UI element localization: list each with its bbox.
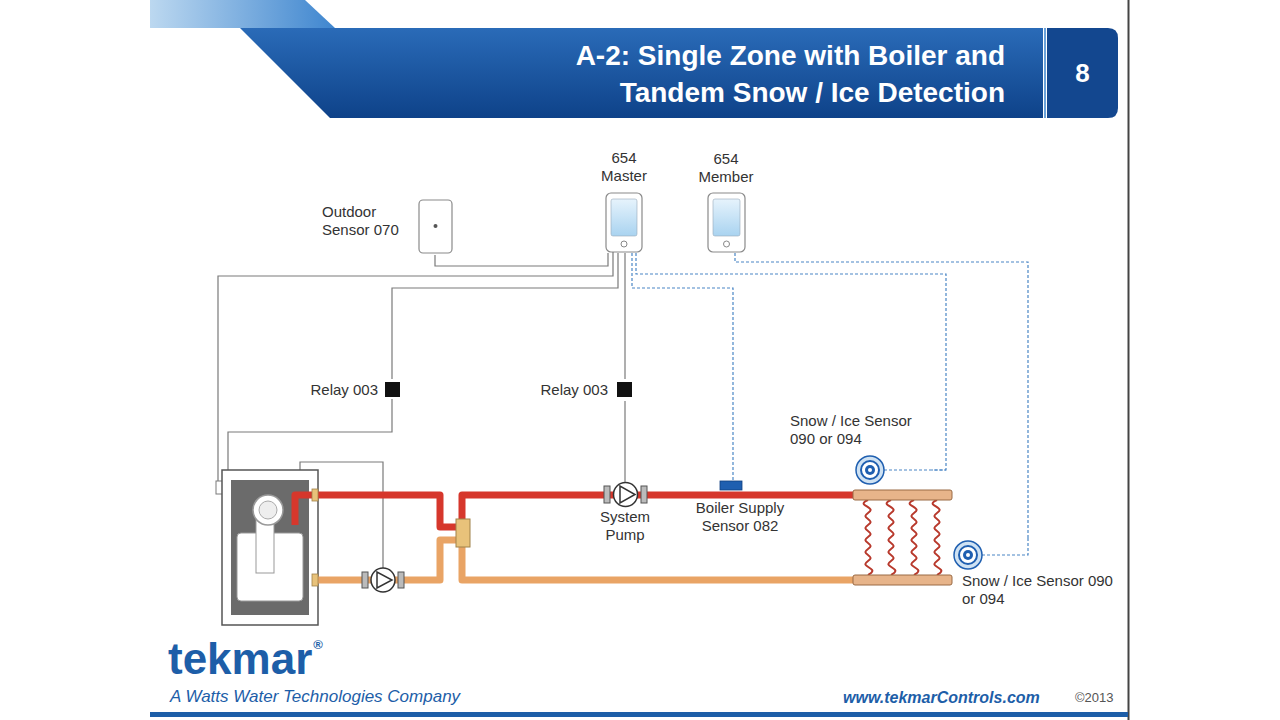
footer-bar — [150, 712, 1128, 717]
control-wire — [624, 401, 625, 482]
tubing-loops — [864, 500, 942, 575]
master-control-icon — [606, 193, 642, 252]
page-number: 8 — [1047, 58, 1118, 88]
outdoor-sensor: Outdoor Sensor 070 — [320, 198, 454, 255]
master-control: 654 Master — [589, 147, 659, 253]
relay-symbol — [617, 382, 632, 397]
pipe-fitting — [312, 489, 318, 501]
closely-spaced-tees — [456, 519, 470, 547]
banner-divider — [1044, 28, 1046, 118]
control-wire — [392, 253, 618, 379]
website: www.tekmarControls.com — [843, 688, 1040, 707]
banner-wedge — [150, 0, 335, 28]
control-wire — [218, 252, 613, 569]
device-label: System Pump — [590, 508, 660, 544]
tubing-coil — [887, 500, 896, 575]
relay-symbol — [385, 382, 400, 397]
snow-ice-sensor-symbol — [856, 456, 884, 484]
slide-title: A-2: Single Zone with Boiler and Tandem … — [495, 37, 1005, 111]
device-label: Relay 003 — [300, 381, 378, 399]
relay: Relay 003 — [298, 379, 401, 401]
title-banner — [240, 28, 1043, 118]
supply-sensor-symbol — [720, 481, 742, 490]
system-pump — [604, 483, 647, 507]
system-pump: System Pump — [588, 482, 662, 546]
device-label: Snow / Ice Sensor 090 or 094 — [790, 412, 930, 448]
device-label: Boiler Supply Sensor 082 — [685, 499, 795, 535]
member-control-icon — [708, 193, 745, 252]
snow-ice-sensor: Snow / Ice Sensor 090 or 094 — [788, 410, 932, 485]
relay: Relay 003 — [528, 379, 633, 401]
return-pipe — [316, 540, 855, 580]
boiler-pump — [362, 568, 404, 592]
sensor-wire — [636, 253, 946, 470]
tubing-coil — [910, 500, 919, 575]
tubing-coil — [864, 500, 873, 575]
control-wire — [624, 253, 625, 379]
device-label: 654 Member — [692, 150, 760, 186]
page-number-box — [1047, 28, 1118, 118]
control-wire — [435, 253, 608, 266]
pipe-fitting — [312, 574, 318, 586]
device-label: Snow / Ice Sensor 090 or 094 — [962, 572, 1117, 608]
tubing-coil — [933, 500, 942, 575]
sensor-wire — [632, 253, 733, 481]
sensor-wire — [735, 253, 1028, 540]
company-tagline: A Watts Water Technologies Company — [170, 686, 460, 707]
slide-edge — [1128, 0, 1130, 720]
device-label: Outdoor Sensor 070 — [322, 203, 404, 239]
supply-manifold — [853, 490, 952, 500]
supply-sensor: Boiler Supply Sensor 082 — [683, 481, 797, 537]
sensor-wire-stub — [884, 470, 1028, 555]
return-manifold — [853, 575, 952, 585]
device-label: 654 Master — [591, 149, 657, 185]
registered-mark: ® — [313, 637, 323, 652]
copyright: ©2013 — [1075, 690, 1114, 706]
snow-ice-sensor: Snow / Ice Sensor 090 or 094 — [953, 540, 1119, 610]
snow-ice-sensor-symbol — [954, 541, 982, 569]
logo-wordmark: tekmar — [168, 634, 312, 684]
outdoor-sensor-icon — [419, 200, 452, 253]
device-label: Relay 003 — [530, 381, 608, 399]
outdoor-sensor-dot — [434, 224, 438, 228]
member-control: 654 Member — [690, 148, 762, 253]
